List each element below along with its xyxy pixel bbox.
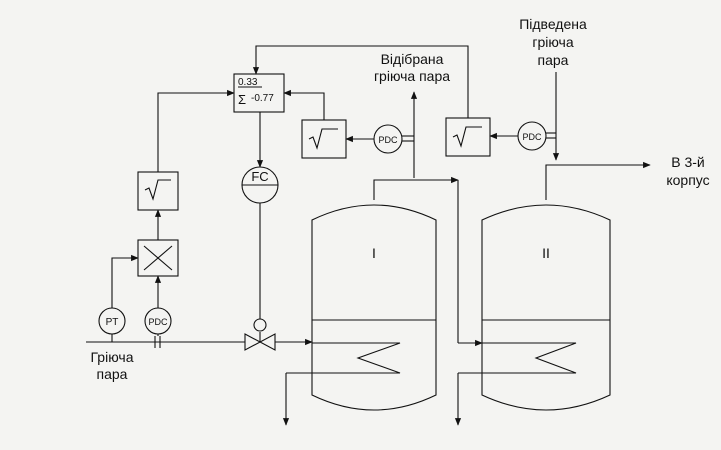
pdc-supplied-label: PDC [522,132,542,142]
vapor-line-first [373,176,483,347]
vapor-line-second [545,161,651,200]
flow-controller: FC [241,166,279,319]
control-valve [244,318,276,351]
sqrt-icon [144,179,171,201]
to-third-body-label-line2: корпус [666,172,709,188]
vessel-second-heating-coil [458,342,577,374]
sqrt-icon [308,128,338,150]
sum-symbol: Σ [238,92,246,107]
sqrt-block-inlet [137,89,235,211]
heating-steam-label-line1: Гріюча [91,349,134,365]
sum-coef-bottom: -0.77 [251,93,274,104]
withdrawn-steam-label-line1: Відібрана [381,51,444,67]
sqrt-block-supplied [252,45,491,157]
fc-label: FC [251,169,268,184]
supplied-steam-label-line3: пара [538,52,569,68]
valve-actuator-icon [253,318,267,332]
supplied-steam-label-line2: гріюча [532,34,573,50]
pdc-inlet: PDC [144,275,172,336]
vessel-first-label: I [372,245,376,261]
sqrt-block-withdrawn [283,89,347,159]
heating-steam-label-line2: пара [97,366,128,382]
orifice-inlet [154,336,161,348]
to-third-body-label-line1: В 3-й [671,154,705,170]
pt-label: PT [106,317,119,328]
sqrt-icon [452,126,482,148]
pdc-withdrawn: PDC [345,124,414,154]
vessel-first: I [286,204,437,411]
summator-block: 0.33 Σ -0.77 [233,73,285,168]
withdrawn-steam-label-line2: гріюча пара [374,68,450,84]
pressure-transmitter: PT [98,254,139,342]
vessel-first-heating-coil [286,342,401,374]
vessel-second: II [458,204,611,411]
vessel-second-label: II [542,245,550,261]
multiplier-block [137,209,179,277]
pdc-withdrawn-label: PDC [378,135,398,145]
sum-coef-top: 0.33 [238,77,258,88]
supplied-steam-label-line1: Підведена [519,16,587,32]
pdc-inlet-label: PDC [148,317,168,327]
pdc-supplied: PDC [489,121,556,151]
